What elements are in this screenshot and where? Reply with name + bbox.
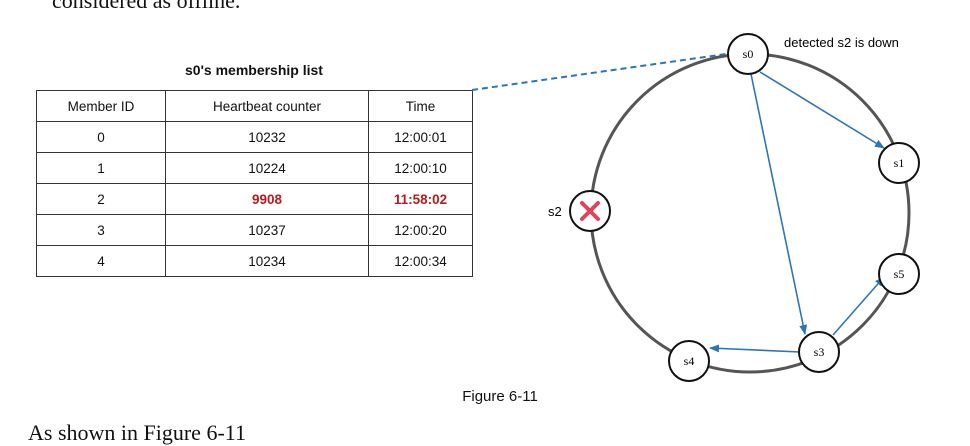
- node-s5: s5: [878, 253, 920, 295]
- edge-s3-to-s4: [709, 344, 801, 353]
- figure-caption: Figure 6-11: [462, 388, 538, 405]
- membership-list-title: s0's membership list: [185, 62, 323, 78]
- member-id-cell: 4: [36, 245, 166, 277]
- node-s0-label: s0: [743, 47, 754, 61]
- bottom-paragraph-text: As shown in Figure 6-11: [28, 420, 246, 445]
- table-to-s0-connector: [471, 53, 727, 91]
- time-cell: 12:00:34: [368, 245, 473, 277]
- table-row: 0 10232 12:00:01: [36, 121, 473, 153]
- heartbeat-cell: 10232: [165, 121, 369, 153]
- node-s0: s0: [727, 33, 769, 75]
- edge-s0-to-s1: [759, 71, 885, 149]
- node-s3: s3: [798, 331, 840, 373]
- detected-down-annotation: detected s2 is down: [784, 35, 899, 50]
- top-paragraph-text: considered as offline.: [52, 0, 241, 13]
- node-s5-label: s5: [894, 267, 905, 281]
- heartbeat-cell: 10224: [165, 152, 369, 184]
- node-s4-label: s4: [684, 354, 695, 368]
- down-x-icon: [580, 201, 600, 221]
- heartbeat-cell: 10234: [165, 245, 369, 277]
- time-cell: 12:00:01: [368, 121, 473, 153]
- membership-table: Member ID Heartbeat counter Time 0 10232…: [36, 90, 473, 277]
- cluster-ring: [589, 52, 911, 374]
- column-header-member-id: Member ID: [36, 90, 166, 122]
- time-cell-stale: 11:58:02: [368, 183, 473, 215]
- node-s2-down: [569, 190, 611, 232]
- node-s1-label: s1: [894, 156, 905, 170]
- gossip-ring-diagram: s0 detected s2 is down s1 s2 s5 s3: [471, 33, 920, 382]
- node-s2-side-label: s2: [548, 204, 562, 219]
- edge-s3-to-s5: [832, 276, 885, 336]
- figure-6-11: considered as offline. s0's membership l…: [28, 0, 920, 445]
- member-id-cell: 0: [36, 121, 166, 153]
- node-s4: s4: [668, 340, 710, 382]
- node-s3-label: s3: [814, 345, 825, 359]
- edge-s0-to-s3: [750, 73, 808, 335]
- node-s1: s1: [878, 142, 920, 184]
- table-row: 4 10234 12:00:34: [36, 245, 473, 277]
